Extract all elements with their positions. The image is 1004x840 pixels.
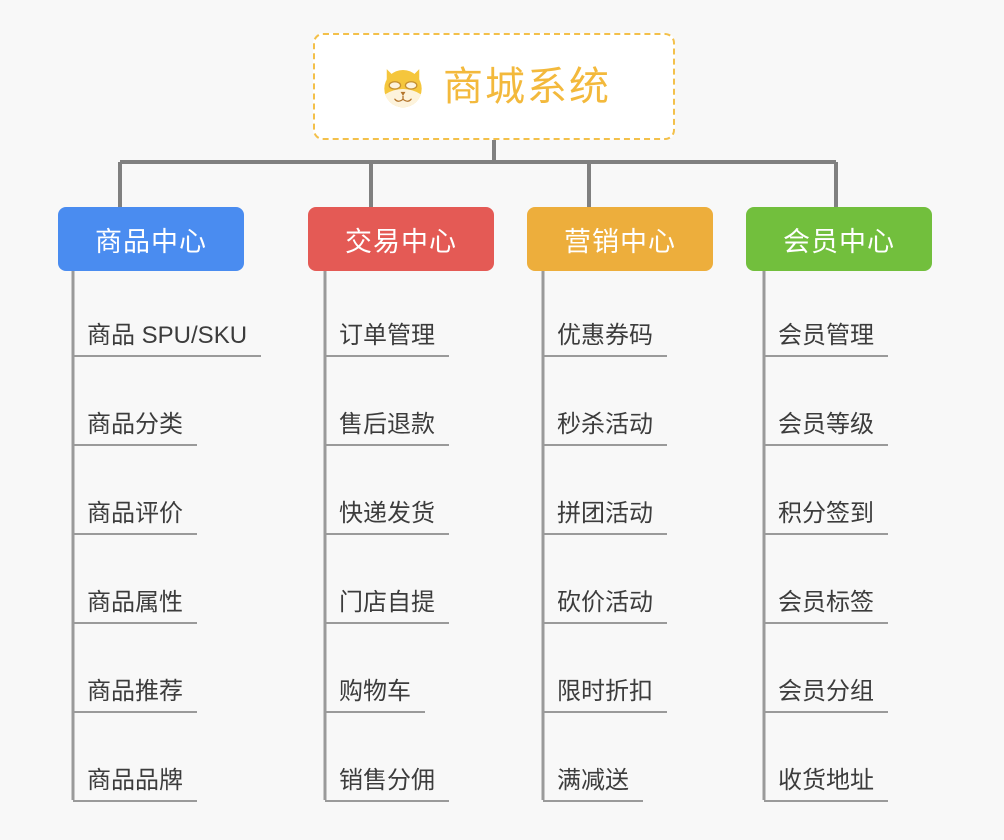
leaf-item[interactable]: 砍价活动 bbox=[543, 578, 667, 624]
leaf-label: 秒杀活动 bbox=[557, 410, 653, 438]
leaf-label: 商品评价 bbox=[87, 499, 183, 527]
shiba-dog-face-icon bbox=[384, 68, 422, 110]
leaf-label: 商品属性 bbox=[87, 588, 183, 616]
root-node[interactable]: 商城系统 bbox=[313, 33, 675, 140]
leaf-item[interactable]: 会员管理 bbox=[764, 311, 888, 357]
leaf-item[interactable]: 订单管理 bbox=[325, 311, 449, 357]
leaf-label: 商品品牌 bbox=[87, 766, 183, 794]
leaf-label: 商品 SPU/SKU bbox=[87, 321, 248, 349]
leaf-label: 商品推荐 bbox=[87, 677, 183, 705]
leaf-label: 满减送 bbox=[557, 766, 629, 794]
branch-node-1[interactable]: 交易中心 bbox=[308, 207, 494, 271]
leaf-item[interactable]: 门店自提 bbox=[325, 578, 449, 624]
leaf-item[interactable]: 积分签到 bbox=[764, 489, 888, 535]
leaf-label: 会员分组 bbox=[778, 677, 874, 705]
branch-node-3[interactable]: 会员中心 bbox=[746, 207, 932, 271]
leaf-label: 购物车 bbox=[339, 677, 411, 705]
leaf-label: 门店自提 bbox=[339, 588, 435, 616]
leaf-item[interactable]: 优惠券码 bbox=[543, 311, 667, 357]
leaf-item[interactable]: 满减送 bbox=[543, 756, 643, 802]
leaf-item[interactable]: 会员等级 bbox=[764, 400, 888, 446]
leaf-item[interactable]: 商品分类 bbox=[73, 400, 197, 446]
leaf-label: 收货地址 bbox=[778, 766, 874, 794]
leaf-label: 优惠券码 bbox=[557, 321, 653, 349]
leaf-item[interactable]: 会员分组 bbox=[764, 667, 888, 713]
branch-node-2[interactable]: 营销中心 bbox=[527, 207, 713, 271]
leaf-label: 售后退款 bbox=[339, 410, 435, 438]
branch-label-3: 会员中心 bbox=[783, 226, 895, 257]
leaf-item[interactable]: 秒杀活动 bbox=[543, 400, 667, 446]
leaf-item[interactable]: 商品评价 bbox=[73, 489, 197, 535]
leaf-label: 商品分类 bbox=[87, 410, 183, 438]
leaf-item[interactable]: 商品品牌 bbox=[73, 756, 197, 802]
leaf-label: 积分签到 bbox=[778, 499, 874, 527]
leaf-label: 拼团活动 bbox=[557, 499, 653, 527]
branch-node-0[interactable]: 商品中心 bbox=[58, 207, 244, 271]
leaf-label: 订单管理 bbox=[339, 321, 435, 349]
leaf-item[interactable]: 收货地址 bbox=[764, 756, 888, 802]
branch-label-0: 商品中心 bbox=[95, 226, 207, 257]
leaf-item[interactable]: 商品 SPU/SKU bbox=[73, 311, 262, 357]
leaf-item[interactable]: 会员标签 bbox=[764, 578, 888, 624]
leaf-label: 会员等级 bbox=[778, 410, 874, 438]
leaf-item[interactable]: 售后退款 bbox=[325, 400, 449, 446]
leaf-label: 会员管理 bbox=[778, 321, 874, 349]
root-title: 商城系统 bbox=[443, 64, 611, 109]
leaf-label: 快递发货 bbox=[339, 499, 435, 527]
branch-label-1: 交易中心 bbox=[345, 226, 457, 257]
leaf-item[interactable]: 商品推荐 bbox=[73, 667, 197, 713]
branch-label-2: 营销中心 bbox=[564, 226, 676, 257]
leaf-label: 销售分佣 bbox=[339, 766, 435, 794]
leaf-label: 会员标签 bbox=[778, 588, 874, 616]
leaf-item[interactable]: 限时折扣 bbox=[543, 667, 667, 713]
leaf-item[interactable]: 销售分佣 bbox=[325, 756, 449, 802]
leaf-label: 限时折扣 bbox=[557, 677, 653, 705]
leaf-item[interactable]: 购物车 bbox=[325, 667, 425, 713]
leaf-item[interactable]: 快递发货 bbox=[325, 489, 449, 535]
leaf-label: 砍价活动 bbox=[557, 588, 653, 616]
leaf-item[interactable]: 拼团活动 bbox=[543, 489, 667, 535]
leaf-item[interactable]: 商品属性 bbox=[73, 578, 197, 624]
